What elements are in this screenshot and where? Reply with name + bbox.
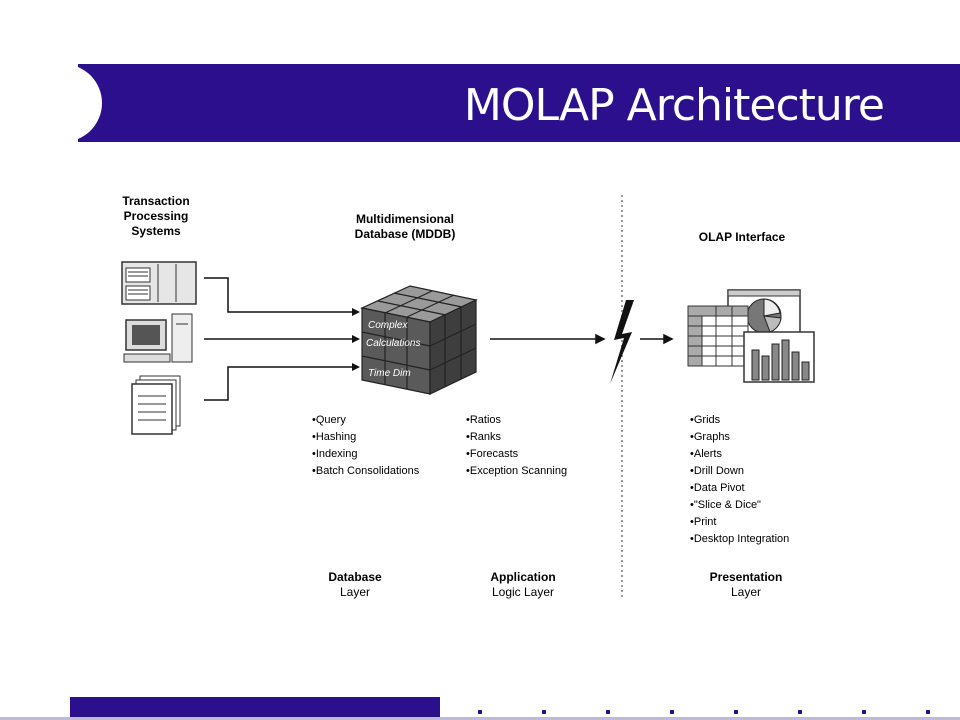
database-layer-line-2: Layer	[339, 585, 371, 599]
list-item: Ranks	[466, 429, 567, 446]
cube-label-1: Complex	[368, 320, 408, 331]
footer-dot	[670, 710, 674, 714]
documents-icon	[131, 375, 181, 435]
mddb-cube-icon	[360, 285, 478, 395]
tps-connectors	[204, 277, 352, 401]
olap-label: OLAP Interface	[698, 230, 786, 244]
page-title: MOLAP Architecture	[463, 80, 885, 131]
title-banner	[78, 64, 960, 142]
list-item: Exception Scanning	[466, 463, 567, 480]
list-item: Ratios	[466, 412, 567, 429]
footer-line	[0, 717, 960, 720]
database-features-list: Query Hashing Indexing Batch Consolidati…	[312, 412, 419, 480]
footer-dot	[478, 710, 482, 714]
list-item: Desktop Integration	[690, 531, 789, 548]
presentation-layer-line-2: Layer	[730, 585, 762, 599]
list-item: Indexing	[312, 446, 419, 463]
footer-bar	[70, 697, 440, 720]
footer-dot	[606, 710, 610, 714]
list-item: Batch Consolidations	[312, 463, 419, 480]
list-item: Alerts	[690, 446, 789, 463]
tps-label-line-1: Transaction	[122, 194, 190, 208]
database-layer-label: Database Layer	[300, 570, 410, 600]
footer-dot	[798, 710, 802, 714]
tps-label-line-2: Processing	[123, 209, 189, 223]
mddb-label: Multidimensional Database (MDDB)	[335, 212, 475, 242]
lightning-icon	[610, 300, 634, 384]
presentation-features-list: Grids Graphs Alerts Drill Down Data Pivo…	[690, 412, 789, 548]
application-features-list: Ratios Ranks Forecasts Exception Scannin…	[466, 412, 567, 480]
application-layer-line-1: Application	[490, 570, 556, 584]
tps-label-line-3: Systems	[131, 224, 181, 238]
list-item: Grids	[690, 412, 789, 429]
tps-label: Transaction Processing Systems	[96, 194, 216, 239]
list-item: Hashing	[312, 429, 419, 446]
application-layer-line-2: Logic Layer	[491, 585, 555, 599]
cube-label-3: Time Dim	[368, 368, 411, 379]
mddb-label-line-1: Multidimensional	[355, 212, 454, 226]
cube-label-2: Calculations	[366, 338, 420, 349]
presentation-layer-line-1: Presentation	[709, 570, 783, 584]
list-item: Forecasts	[466, 446, 567, 463]
tps-arrowheads	[352, 308, 360, 371]
mddb-label-line-2: Database (MDDB)	[354, 227, 456, 241]
olap-display-icon	[687, 289, 815, 383]
footer-dot	[926, 710, 930, 714]
footer-dot	[862, 710, 866, 714]
application-layer-label: Application Logic Layer	[468, 570, 578, 600]
presentation-layer-label: Presentation Layer	[686, 570, 806, 600]
database-layer-line-1: Database	[328, 570, 382, 584]
server-rack-icon	[121, 261, 197, 305]
list-item: Data Pivot	[690, 480, 789, 497]
desktop-computer-icon	[123, 313, 193, 363]
footer-dot	[734, 710, 738, 714]
list-item: Print	[690, 514, 789, 531]
output-connectors	[490, 333, 674, 345]
list-item: "Slice & Dice"	[690, 497, 789, 514]
cube-face-labels: Complex Calculations Time Dim	[366, 320, 420, 379]
list-item: Drill Down	[690, 463, 789, 480]
list-item: Query	[312, 412, 419, 429]
footer-dot	[542, 710, 546, 714]
list-item: Graphs	[690, 429, 789, 446]
